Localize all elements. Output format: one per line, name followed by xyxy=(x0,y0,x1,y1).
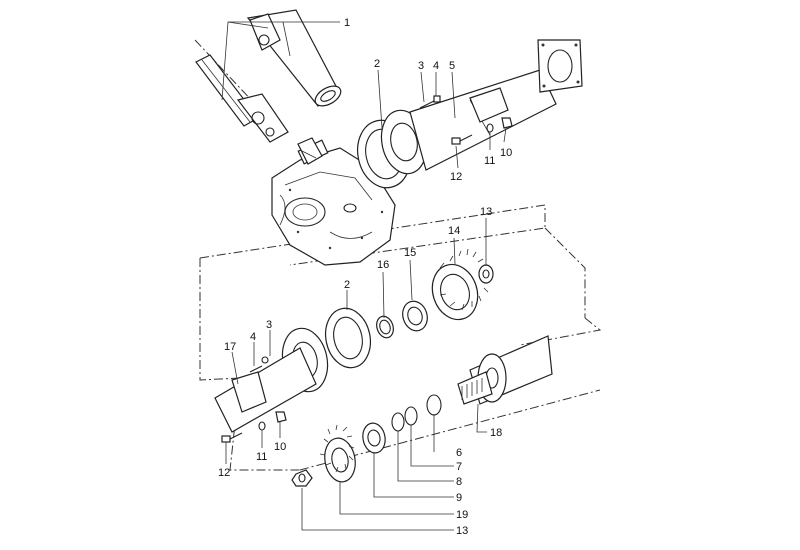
callout-9: 9 xyxy=(456,492,462,504)
lower-axle-housing-assembly xyxy=(214,307,372,443)
callout-5: 5 xyxy=(449,60,455,72)
callout-6: 6 xyxy=(456,447,462,459)
callout-3-upper: 3 xyxy=(418,60,424,72)
callout-12-upper: 12 xyxy=(450,171,462,183)
callout-8: 8 xyxy=(456,476,462,488)
callout-7: 7 xyxy=(456,461,462,473)
callout-10-lower: 10 xyxy=(274,441,286,453)
callout-18: 18 xyxy=(490,427,502,439)
gear-case-housing xyxy=(271,137,396,266)
callout-12-lower: 12 xyxy=(218,467,230,479)
callout-14: 14 xyxy=(448,225,460,237)
leader-lines xyxy=(221,21,507,531)
callout-13-lower: 13 xyxy=(456,525,468,537)
middle-gear-group xyxy=(376,248,494,339)
callout-11-upper: 11 xyxy=(484,155,495,167)
callout-2-lower: 2 xyxy=(344,279,350,291)
callout-13-upper: 13 xyxy=(480,206,492,218)
callout-17: 17 xyxy=(224,341,236,353)
callout-16: 16 xyxy=(377,259,389,271)
callout-1: 1 xyxy=(344,17,350,29)
callout-10-upper: 10 xyxy=(500,147,512,159)
callout-11-lower: 11 xyxy=(256,451,267,463)
callout-4-upper: 4 xyxy=(433,60,439,72)
callout-3-lower: 3 xyxy=(266,319,272,331)
part-1-drive-shaft-universal-joint xyxy=(195,9,342,143)
callout-15: 15 xyxy=(404,247,416,259)
callout-19: 19 xyxy=(456,509,468,521)
axle-shaft-and-gear-group xyxy=(291,335,553,487)
callout-labels: 1 2 3 4 5 10 11 12 13 14 15 16 2 3 4 17 … xyxy=(218,17,512,537)
callout-4-lower: 4 xyxy=(250,331,256,343)
callout-2-upper: 2 xyxy=(374,58,380,70)
upper-axle-housing-assembly xyxy=(357,39,583,189)
